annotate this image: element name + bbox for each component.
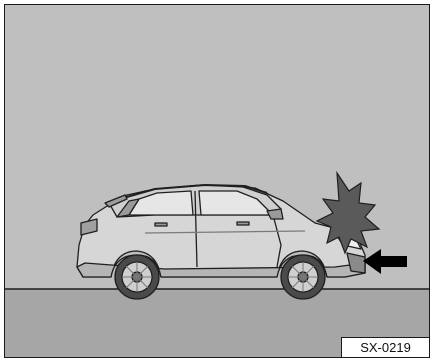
illustration-frame: SX-0219 — [4, 4, 430, 358]
suv-side-view-icon — [77, 185, 365, 299]
front-wheel-icon — [281, 255, 325, 299]
figure-code: SX-0219 — [341, 337, 429, 357]
rear-wheel-icon — [115, 255, 159, 299]
front-collision-scene — [5, 5, 430, 358]
direction-arrow-left-icon — [363, 249, 407, 274]
